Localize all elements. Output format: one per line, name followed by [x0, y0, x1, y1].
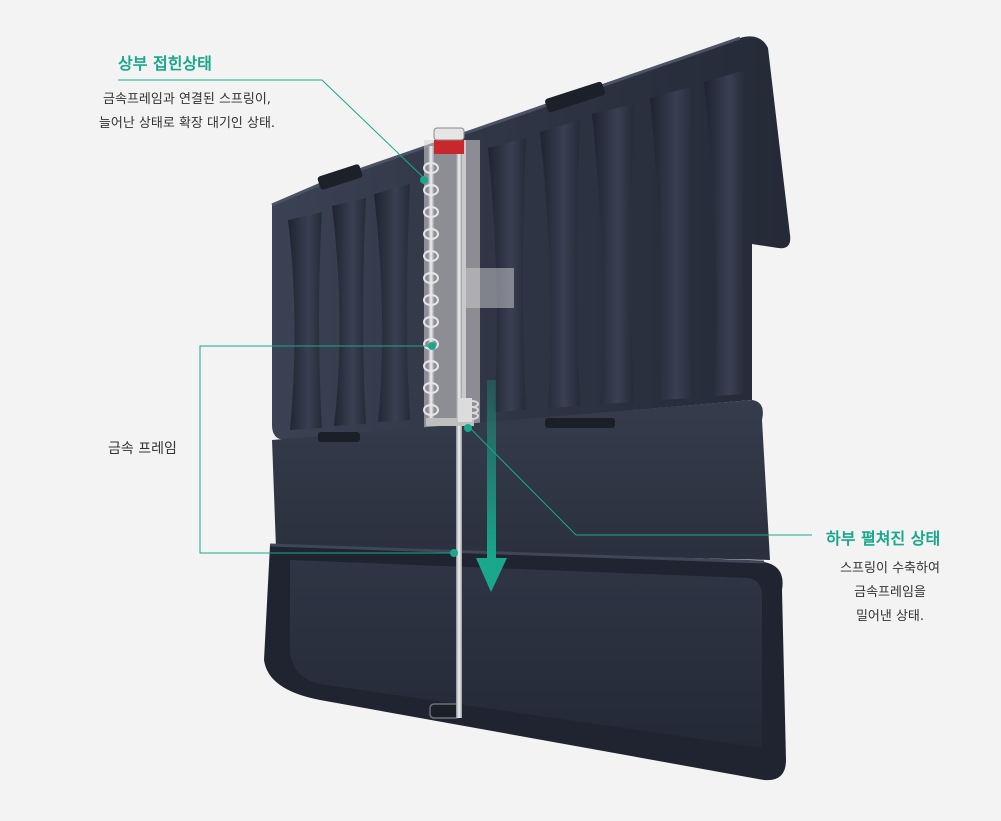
panel-ribs: [288, 70, 746, 430]
leader-lines: [118, 79, 812, 554]
leader-top: [118, 79, 425, 179]
callout-top-line: 금속프레임과 연결된 스프링이,: [103, 92, 271, 107]
callout-bottom-line: 밀어낸 상태.: [855, 609, 925, 624]
callout-top-title: 상부 접힌상태: [118, 54, 212, 73]
leader-frame: [199, 345, 453, 554]
leader-dots: [420, 176, 472, 557]
callout-bottom-line: 금속프레임을: [854, 585, 926, 600]
callout-frame-label: 금속 프레임: [108, 441, 177, 457]
spring: [423, 162, 439, 416]
callout-top-description: 금속프레임과 연결된 스프링이, 늘어난 상태로 확장 대기인 상태.: [62, 88, 312, 136]
callout-bottom-title: 하부 펼쳐진 상태: [826, 529, 941, 548]
metal-frame: [423, 127, 479, 718]
bottom-tray: [264, 543, 786, 781]
callout-bottom-line: 스프링이 수축하여: [840, 561, 940, 576]
callout-top-line: 늘어난 상태로 확장 대기인 상태.: [98, 116, 276, 131]
upper-panel: [271, 36, 791, 440]
down-arrow-icon: [476, 380, 507, 592]
leader-bottom: [469, 427, 812, 536]
callout-bottom-description: 스프링이 수축하여 금속프레임을 밀어낸 상태.: [815, 557, 965, 629]
